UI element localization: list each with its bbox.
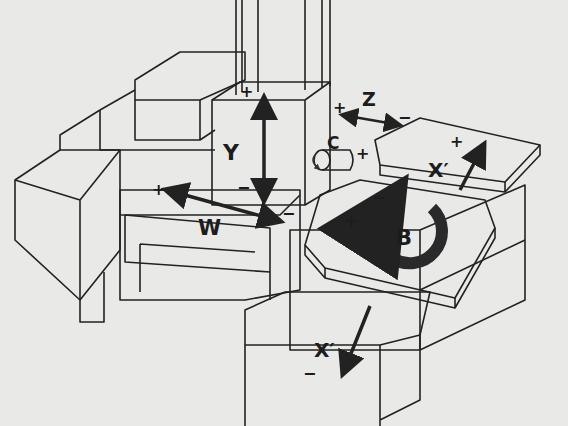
axis-letter: Z [362,90,376,109]
axis-letter: Y [223,142,239,164]
minus-sign: − [282,206,295,222]
plus-sign: + [152,182,165,198]
plus-sign: + [240,84,253,100]
axis-letter: C [327,135,339,152]
plus-sign: + [450,134,463,150]
axis-letter: B [396,228,412,249]
axis-letter: W [198,218,221,239]
minus-sign: − [372,190,385,206]
minus-sign: − [303,366,316,382]
plus-sign: + [333,100,346,116]
axis-letter: X′ [428,160,449,180]
minus-sign: − [398,110,411,126]
minus-sign: − [237,180,250,196]
axis-letter: X′ [314,340,335,360]
plus-sign: + [356,146,369,162]
plus-sign: + [344,212,359,230]
